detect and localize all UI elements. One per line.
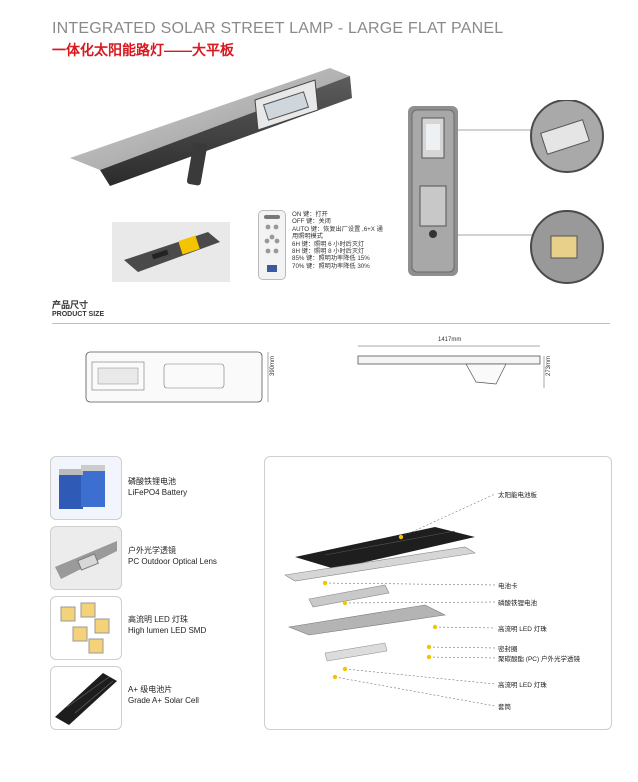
feature-en: PC Outdoor Optical Lens [128,557,217,566]
lamp-underside-image [408,106,458,276]
dimension-length: 1417mm [438,337,462,343]
section-title-english: PRODUCT SIZE [52,311,105,318]
feature-en: Grade A+ Solar Cell [128,696,199,705]
feature-text-battery: 磷酸铁锂电池 LiFePO4 Battery [128,476,187,498]
callout-seal-ring: 密封圈 [498,646,518,653]
remote-note: 70% 键：照明功率降低 30% [292,262,370,270]
main-lamp-image [70,68,352,186]
remote-note: 8H 键：照明 8 小时后灭灯 [292,248,365,256]
callout-led-chip: 高流明 LED 灯珠 [498,626,547,633]
callout-solar-panel: 太阳能电池板 [498,492,537,499]
feature-image-solar-cell [50,666,122,730]
exploded-view-panel [264,456,612,730]
title-chinese: 一体化太阳能路灯——大平板 [52,42,234,58]
feature-text-led: 高流明 LED 灯珠 High lumen LED SMD [128,614,206,636]
remote-note: 6H 键：照明 6 小时后灭灯 [292,240,365,248]
feature-cn: 高流明 LED 灯珠 [128,615,189,624]
feature-image-battery [50,456,122,520]
detail-callouts [457,100,604,284]
callout-sleeve: 套筒 [498,704,511,711]
lamp-bottom-view-image [112,222,230,282]
feature-cn: 磷酸铁锂电池 [128,477,176,486]
callout-pc-lens: 聚碳酸酯 (PC) 户外光学透镜 [498,656,580,663]
remote-note: 85% 键：照明功率降低 15% [292,255,370,263]
feature-en: High lumen LED SMD [128,626,207,635]
callout-led-chip-2: 高流明 LED 灯珠 [498,682,547,689]
section-divider [52,323,610,324]
section-title-chinese: 产品尺寸 [52,300,89,310]
dimension-height: 273mm [546,355,552,376]
feature-image-led [50,596,122,660]
remote-note: 用照明模式 [292,233,323,241]
exploded-view-drawing [284,493,496,707]
dimension-width: 390mm [270,355,276,376]
feature-image-lens [50,526,122,590]
callout-lifepo4-battery: 磷酸铁锂电池 [498,600,537,607]
remote-notes: ON 键：打开 OFF 键：关闭 AUTO 键：恢复出厂设置 ,6+X 通 用照… [292,211,402,270]
feature-text-lens: 户外光学透镜 PC Outdoor Optical Lens [128,545,217,567]
feature-cn: A+ 级电池片 [128,685,173,694]
feature-en: LiFePO4 Battery [128,488,188,497]
feature-cn: 户外光学透镜 [128,546,176,555]
remote-note: AUTO 键：恢复出厂设置 ,6+X 通 [292,225,383,233]
side-view-drawing [357,345,545,388]
remote-note: ON 键：打开 [292,211,328,218]
callout-battery-holder: 电池卡 [498,583,518,590]
remote-note: OFF 键：关闭 [292,218,331,226]
remote-control-image [258,210,286,280]
feature-text-solar-cell: A+ 级电池片 Grade A+ Solar Cell [128,684,199,706]
top-view-drawing [85,351,269,403]
title-english: INTEGRATED SOLAR STREET LAMP - LARGE FLA… [52,20,504,37]
